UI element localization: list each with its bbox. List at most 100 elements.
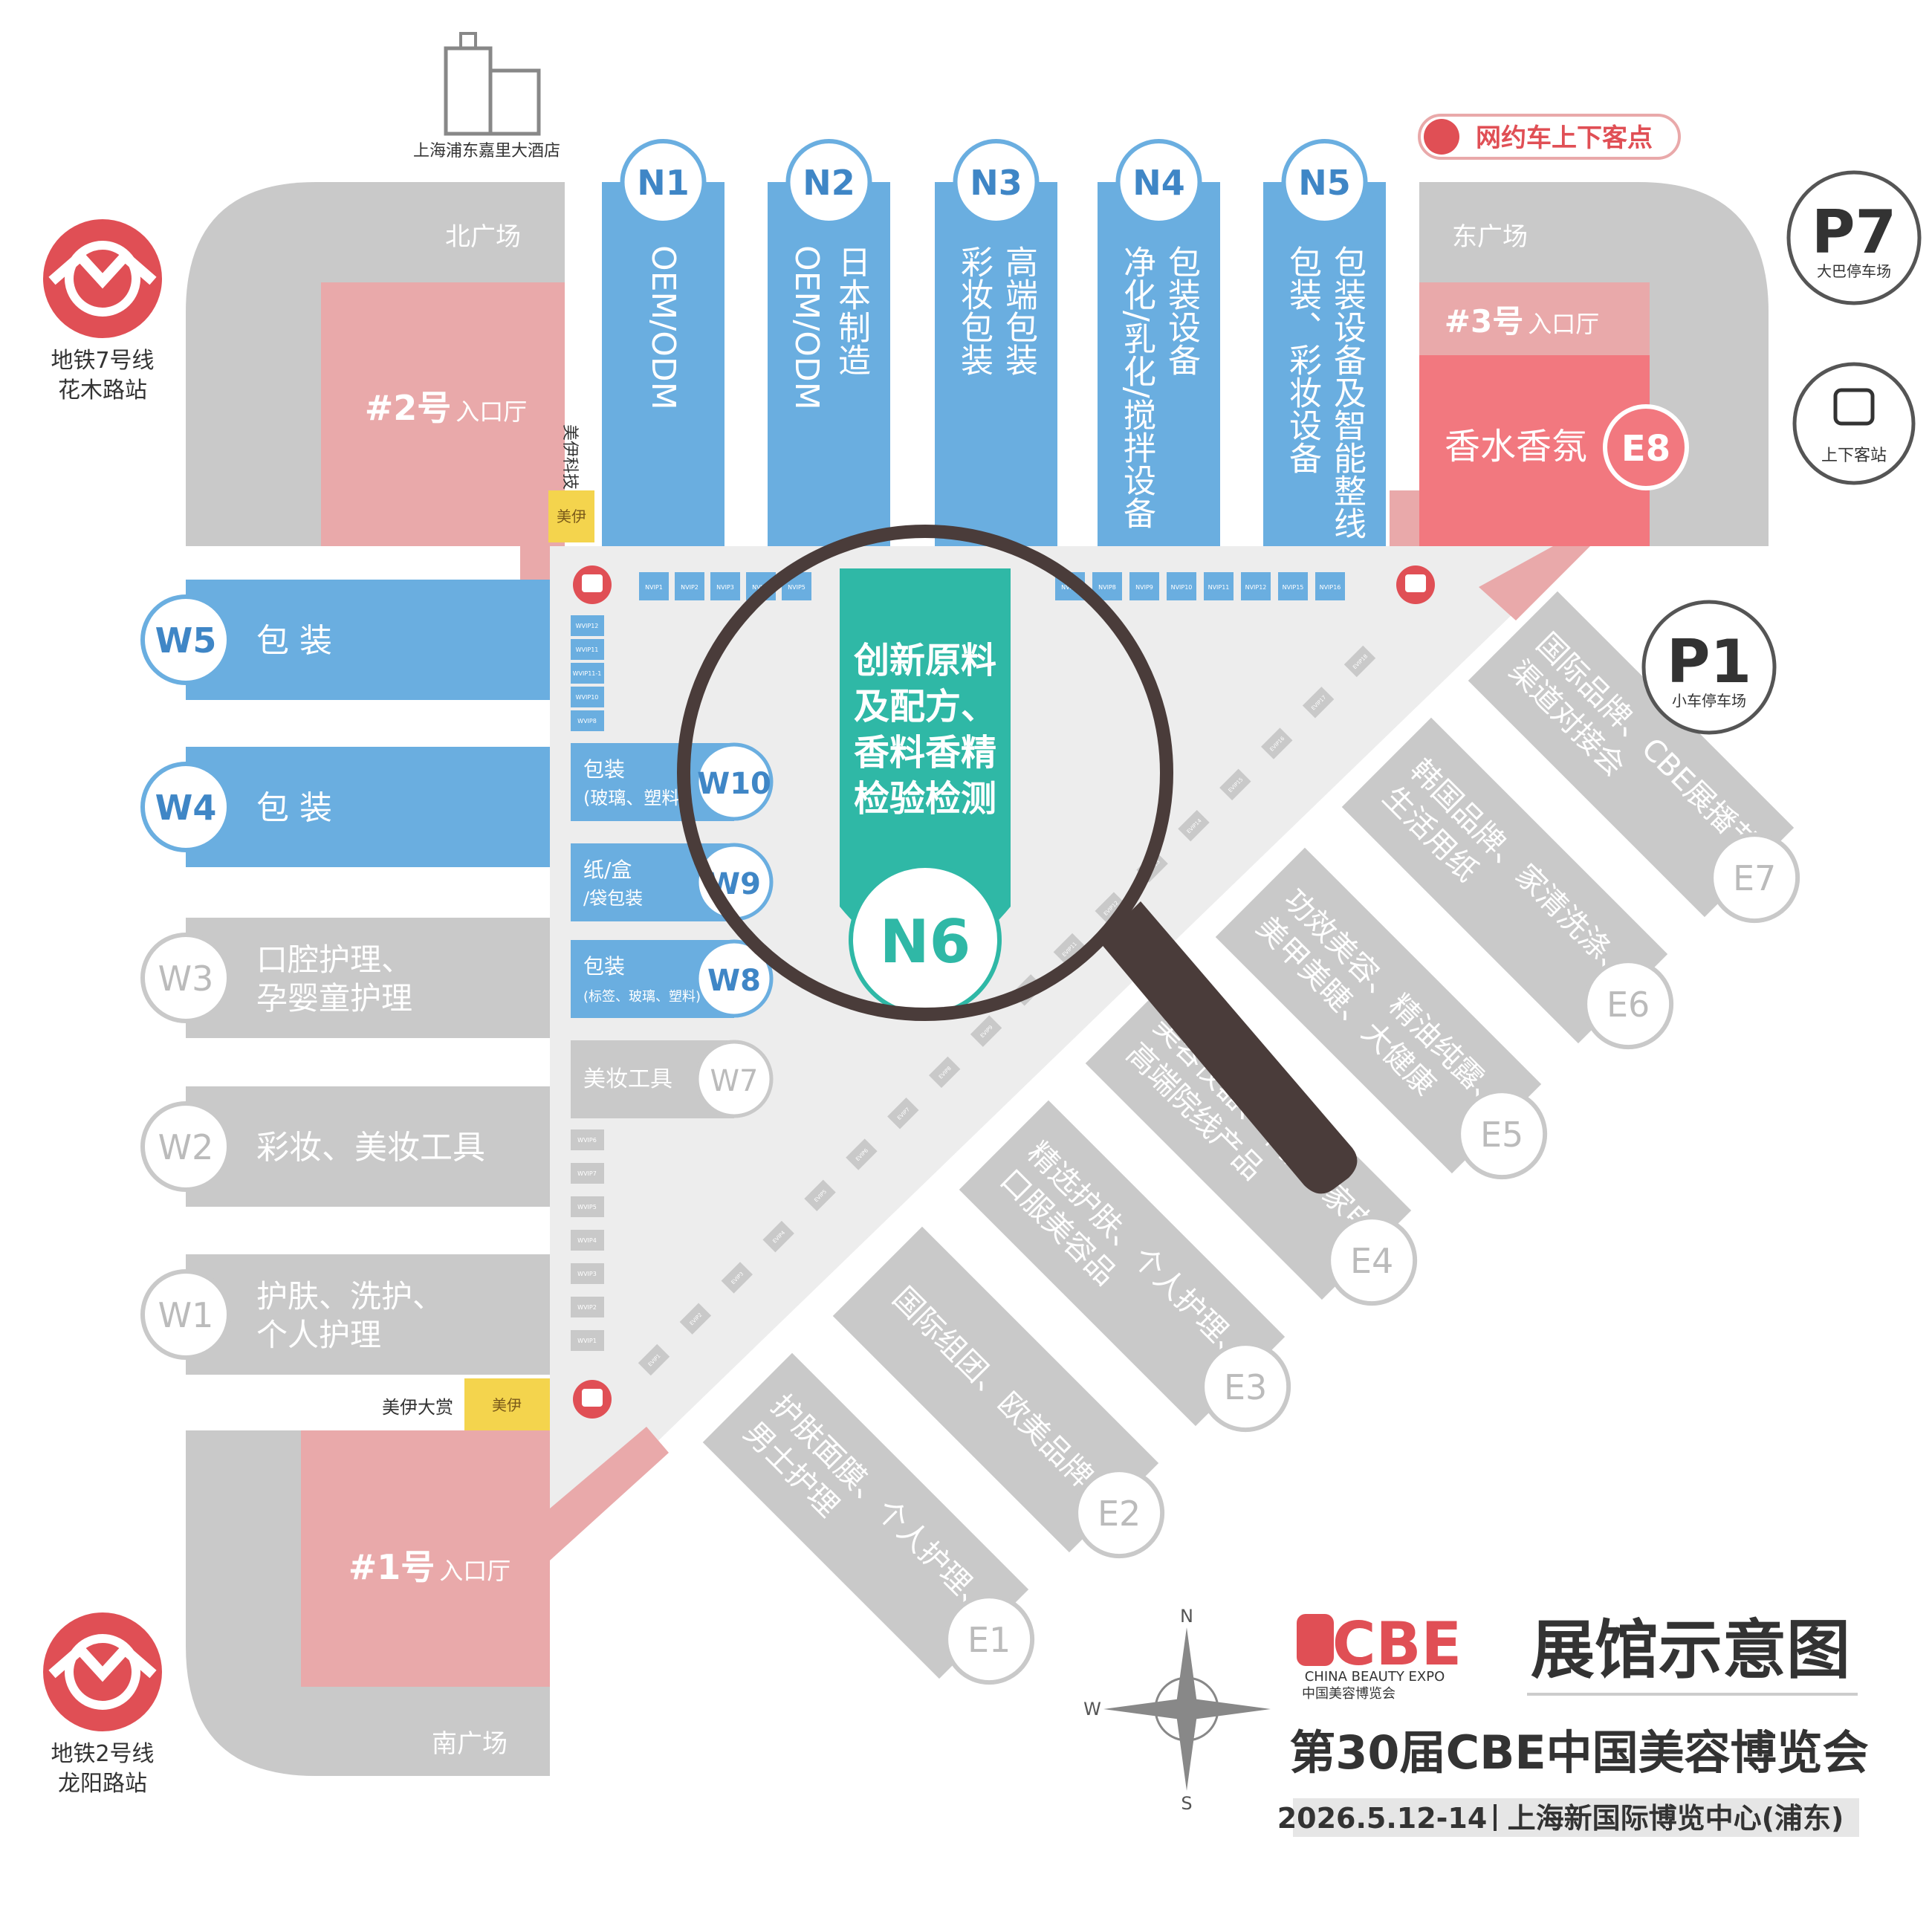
vip-room[interactable]: WVIP2 xyxy=(571,1297,604,1317)
hall-body[interactable] xyxy=(959,1100,1286,1427)
hall-body[interactable] xyxy=(1085,973,1412,1300)
vip-room[interactable]: NVIP11 xyxy=(1204,572,1234,600)
hall-body[interactable] xyxy=(1341,717,1668,1044)
hall-body[interactable] xyxy=(1215,847,1542,1174)
vip-room-label: NVIP1 xyxy=(645,584,663,591)
vip-room-label: NVIP3 xyxy=(716,584,734,591)
vip-room[interactable]: EVIP1 xyxy=(638,1343,670,1376)
vip-room[interactable]: WVIP10 xyxy=(571,687,604,707)
vip-room[interactable]: NVIP10 xyxy=(1167,572,1196,600)
bus-stop-marker[interactable] xyxy=(573,565,612,604)
hall-e8-code: E8 xyxy=(1621,428,1670,470)
hall-body[interactable] xyxy=(602,182,724,546)
hall-body[interactable] xyxy=(186,918,550,1038)
vip-room[interactable]: EVIP15 xyxy=(1219,768,1251,801)
sponsor-logo-top-text: 美伊 xyxy=(557,508,586,525)
vip-room[interactable]: EVIP18 xyxy=(1343,645,1376,678)
hall-n6[interactable]: 创新原料 及配方、 香料香精 检验检测 N6 xyxy=(840,568,1011,1017)
vip-room[interactable]: EVIP16 xyxy=(1261,727,1293,759)
parking-p1-badge[interactable] xyxy=(1641,600,1777,735)
vip-room[interactable]: NVIP9 xyxy=(1129,572,1159,600)
hall-body[interactable] xyxy=(702,1352,1029,1679)
hall-badge xyxy=(695,1040,774,1118)
hall-body[interactable] xyxy=(1468,591,1795,918)
vip-room[interactable]: WVIP11 xyxy=(571,639,604,660)
vip-room[interactable]: EVIP4 xyxy=(762,1220,794,1253)
vip-room[interactable]: WVIP7 xyxy=(571,1163,604,1184)
hall-code: W2 xyxy=(158,1127,214,1167)
vip-room[interactable]: WVIP6 xyxy=(571,1129,604,1150)
vip-room-box xyxy=(571,1263,604,1284)
vip-room[interactable]: EVIP17 xyxy=(1302,687,1335,719)
vip-room-label: NVIP9 xyxy=(1135,584,1153,591)
vip-room[interactable]: EVIP7 xyxy=(887,1098,919,1129)
hall-w9[interactable]: W9纸/盒/袋包装 xyxy=(571,843,774,921)
vip-room[interactable]: NVIP2 xyxy=(675,572,704,600)
hall-n6-shape[interactable] xyxy=(840,568,1011,959)
vip-room[interactable]: NVIP16 xyxy=(1315,572,1345,600)
vip-room[interactable]: WVIP3 xyxy=(571,1263,604,1284)
vip-room[interactable]: WVIP1 xyxy=(571,1330,604,1351)
hall-body[interactable] xyxy=(186,747,550,867)
vip-room[interactable]: EVIP11 xyxy=(1053,933,1086,965)
vip-room[interactable]: WVIP5 xyxy=(571,1196,604,1217)
hall-body[interactable] xyxy=(832,1226,1159,1553)
bus-stop-marker[interactable] xyxy=(1396,565,1435,604)
vip-room[interactable]: WVIP12 xyxy=(571,615,604,636)
hall-code: N4 xyxy=(1132,163,1185,203)
vip-room-box xyxy=(571,1129,604,1150)
hall-label-line: /袋包装 xyxy=(583,888,643,909)
vip-room[interactable]: EVIP6 xyxy=(846,1138,878,1170)
hall-code: E2 xyxy=(1098,1494,1141,1534)
vip-room-label: WVIP7 xyxy=(577,1170,597,1177)
hall-body[interactable] xyxy=(186,1254,550,1375)
hall-body[interactable] xyxy=(186,1086,550,1207)
vip-room[interactable]: NVIP1 xyxy=(639,572,669,600)
vip-room[interactable]: EVIP14 xyxy=(1178,809,1210,842)
vip-room[interactable]: EVIP3 xyxy=(721,1262,753,1294)
bus-stop-marker[interactable] xyxy=(573,1380,612,1419)
hall-body[interactable] xyxy=(186,580,550,700)
vip-room[interactable]: EVIP5 xyxy=(804,1179,836,1212)
entrance-hall-2[interactable] xyxy=(321,282,565,546)
hall-body[interactable] xyxy=(935,182,1057,546)
hall-body[interactable] xyxy=(1098,182,1220,546)
entrance-hall-3[interactable] xyxy=(1419,282,1650,355)
hall-body[interactable] xyxy=(1263,182,1386,546)
vip-room-box xyxy=(1343,645,1376,678)
vip-room[interactable]: WVIP4 xyxy=(571,1230,604,1251)
vip-room-box xyxy=(1178,809,1210,842)
vip-room[interactable]: NVIP12 xyxy=(1241,572,1271,600)
metro7-station: 花木路站 xyxy=(58,377,147,403)
vip-room[interactable]: NVIP15 xyxy=(1278,572,1308,600)
hall-body[interactable] xyxy=(768,182,890,546)
ride-hailing-pill[interactable] xyxy=(1418,114,1681,160)
vip-room[interactable]: WVIP8 xyxy=(571,710,604,731)
magnifier-icon xyxy=(677,525,1358,1194)
hall-n6-line-4: 检验检测 xyxy=(854,778,996,820)
vip-room[interactable]: NVIP3 xyxy=(710,572,740,600)
entrance-1-label: #1号入口厅 xyxy=(349,1547,511,1587)
vip-room[interactable]: EVIP2 xyxy=(679,1303,712,1335)
entrance-hall-1[interactable] xyxy=(301,1430,550,1687)
vip-room[interactable]: WVIP11-1 xyxy=(571,663,604,684)
parking-p7-badge[interactable] xyxy=(1786,170,1922,305)
vip-room[interactable]: EVIP8 xyxy=(928,1056,961,1089)
vip-room-label: NVIP16 xyxy=(1320,584,1341,591)
bus-stop-label: 上下客站 xyxy=(1821,447,1887,465)
hall-label-line: 包装、彩妆设备 xyxy=(1283,245,1321,474)
vip-room[interactable]: EVIP9 xyxy=(970,1015,1002,1047)
